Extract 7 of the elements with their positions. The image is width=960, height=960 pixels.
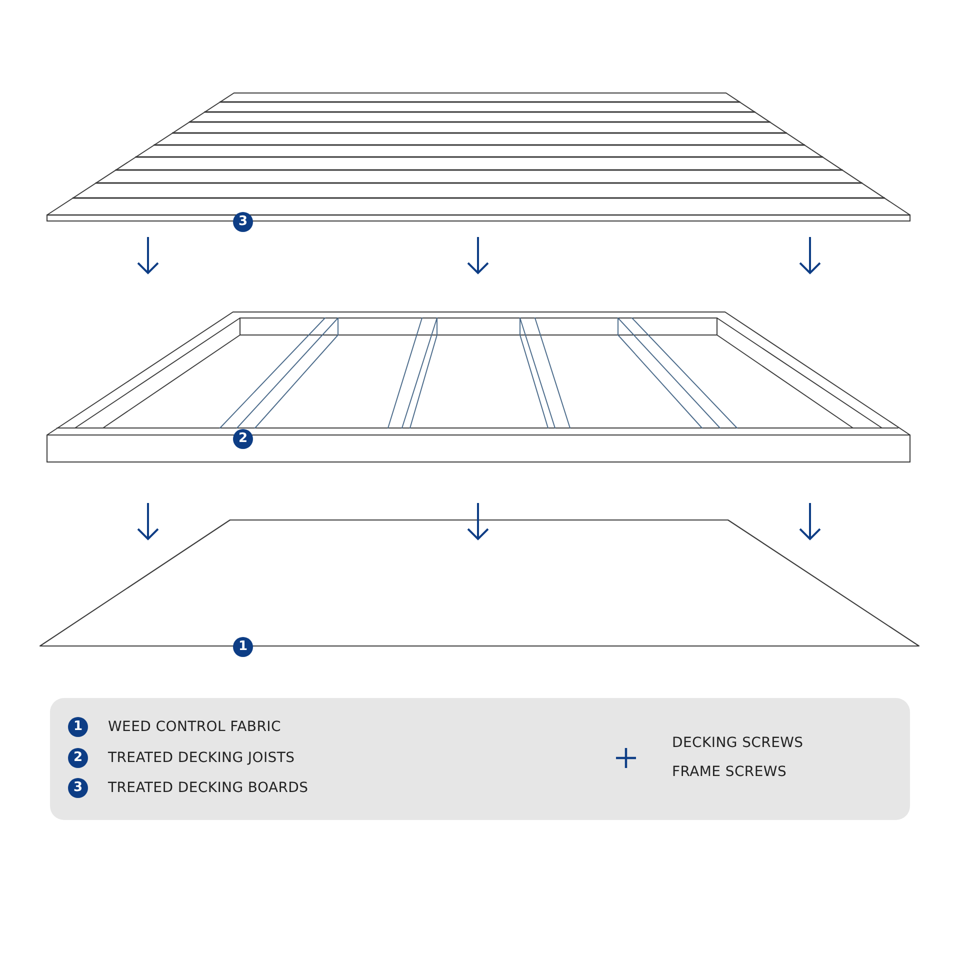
callout-number: 1 <box>233 637 253 657</box>
legend-text: WEED CONTROL FABRIC <box>108 718 281 736</box>
legend-text: FRAME SCREWS <box>672 763 787 781</box>
legend-text: TREATED DECKING BOARDS <box>108 779 308 797</box>
legend-text: DECKING SCREWS <box>672 734 804 752</box>
legend-text: TREATED DECKING JOISTS <box>108 749 295 767</box>
callout-number: 3 <box>233 212 253 232</box>
